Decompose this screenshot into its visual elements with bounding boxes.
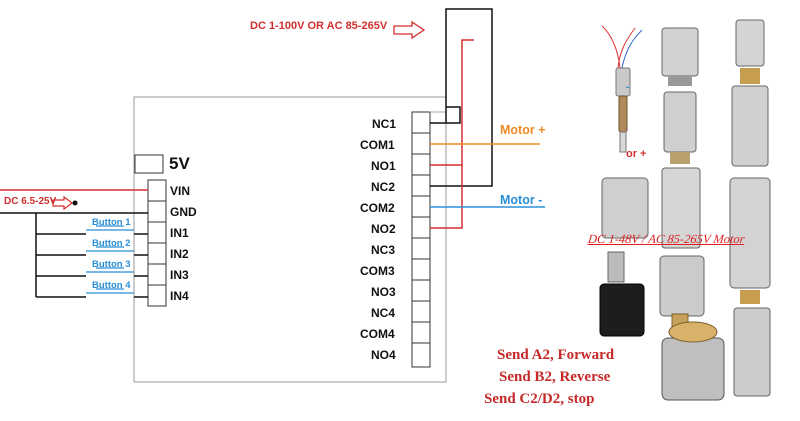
motor-plus-label: Motor + — [500, 123, 546, 137]
motor-minus-label: Motor - — [500, 193, 543, 207]
button-4-label: Button 4 — [92, 280, 131, 291]
arrow-right-icon — [393, 20, 426, 40]
photo-tag-plus: or + — [626, 148, 647, 160]
pin-vin: VIN — [170, 184, 191, 198]
photo-tag-minus: - — [626, 82, 630, 93]
top-supply-label: DC 1-100V OR AC 85-265V — [250, 20, 388, 32]
motor-photo — [599, 19, 771, 401]
pin-gnd: GND — [170, 205, 197, 219]
command-stop: Send C2/D2, stop — [484, 391, 595, 407]
button-1-label: Button 1 — [92, 217, 131, 228]
button-3-label: Button 3 — [92, 259, 131, 270]
right-terminal-block — [411, 111, 431, 368]
relay-board — [133, 96, 447, 383]
pin-com3: COM3 — [360, 264, 395, 278]
command-reverse: Send B2, Reverse — [499, 369, 611, 385]
pin-nc3: NC3 — [371, 243, 396, 257]
pin-no2: NO2 — [371, 222, 396, 236]
pin-com1: COM1 — [360, 138, 395, 152]
left-supply-label: DC 6.5-25V — [4, 196, 57, 207]
pin-in2: IN2 — [170, 247, 189, 261]
pin-nc2: NC2 — [371, 180, 396, 194]
motor-caption: DC 1-48V / AC 85-265V Motor — [587, 232, 746, 246]
arrow-right-icon — [52, 195, 73, 211]
pin-in4: IN4 — [170, 289, 189, 303]
pin-no3: NO3 — [371, 285, 396, 299]
pin-nc4: NC4 — [371, 306, 396, 320]
pin-com2: COM2 — [360, 201, 395, 215]
pin-in1: IN1 — [170, 226, 189, 240]
5v-box — [134, 154, 164, 174]
5v-label: 5V — [169, 154, 190, 173]
button-2-label: Button 2 — [92, 238, 131, 249]
pin-no1: NO1 — [371, 159, 396, 173]
pin-in3: IN3 — [170, 268, 189, 282]
pin-nc1: NC1 — [372, 117, 397, 131]
command-forward: Send A2, Forward — [497, 347, 615, 363]
pin-no4: NO4 — [371, 348, 396, 362]
pin-com4: COM4 — [360, 327, 395, 341]
